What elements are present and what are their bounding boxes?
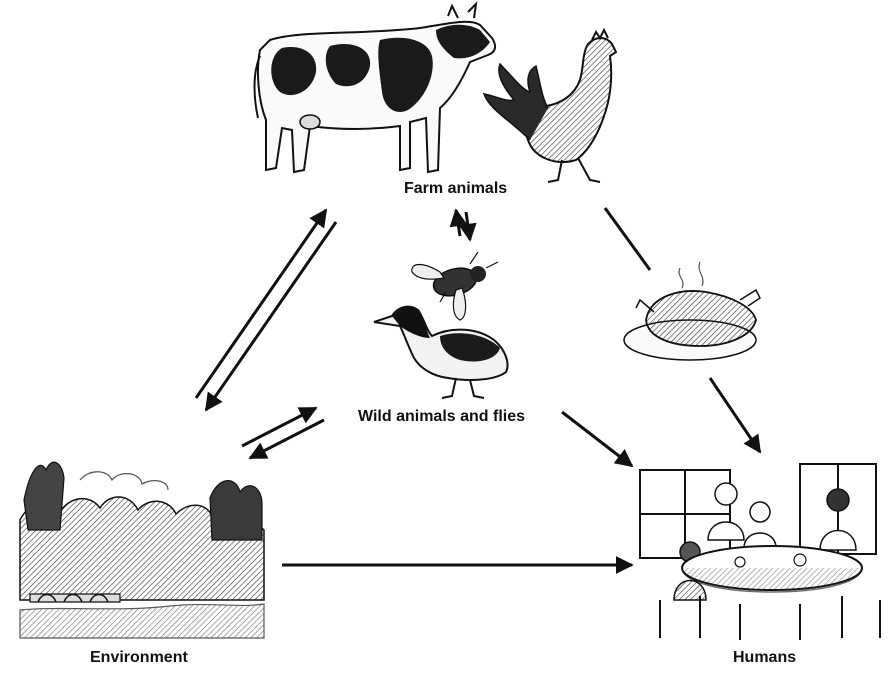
arrow-farm-food	[605, 208, 650, 270]
duck-icon	[374, 307, 508, 398]
arrow-environment-farm	[196, 210, 336, 410]
wild-animals-label: Wild animals and flies	[358, 408, 525, 426]
arrow-farm-wild	[456, 210, 470, 240]
family-dinner-icon	[640, 464, 880, 640]
rooster-icon	[484, 30, 616, 182]
arrow-food-humans	[710, 378, 760, 452]
fly-icon	[412, 252, 498, 320]
environment-label: Environment	[90, 649, 188, 667]
humans-label: Humans	[733, 649, 796, 667]
farm-animals-label: Farm animals	[404, 180, 507, 198]
roast-chicken-icon	[624, 262, 760, 360]
arrow-wild-humans	[562, 412, 632, 466]
arrow-environment-wild	[242, 408, 324, 458]
landscape-icon	[18, 462, 268, 638]
cow-icon	[255, 4, 496, 172]
